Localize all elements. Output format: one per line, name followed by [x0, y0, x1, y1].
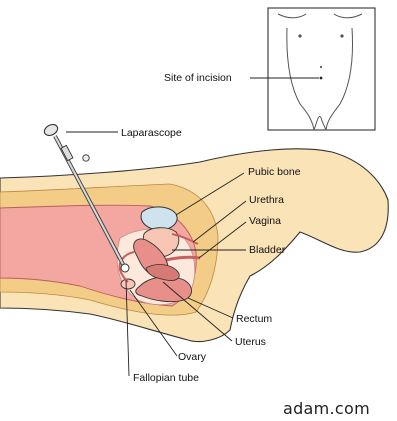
label-vagina: Vagina: [249, 215, 281, 227]
label-urethra: Urethra: [249, 194, 284, 206]
right-nipple: [340, 34, 343, 37]
label-uterus: Uterus: [235, 336, 266, 348]
incision-mark: [320, 77, 323, 80]
laparoscope-tip: [121, 264, 129, 272]
laparoscope-eyepiece: [42, 122, 59, 137]
navel: [320, 66, 322, 68]
inset-frame: [268, 8, 375, 130]
label-pubic-bone: Pubic bone: [248, 166, 301, 178]
body-cross-section: [0, 149, 388, 342]
ovary: [121, 279, 135, 289]
label-fallopian-tube: Fallopian tube: [133, 372, 199, 384]
pubic-bone: [141, 207, 177, 230]
label-bladder: Bladder: [249, 244, 286, 256]
label-laparascope: Laparascope: [121, 127, 182, 139]
label-ovary: Ovary: [178, 351, 207, 363]
laparoscope-valve: [83, 155, 89, 161]
inset-panel: [268, 8, 375, 130]
left-nipple: [298, 34, 301, 37]
label-rectum: Rectum: [236, 313, 272, 325]
watermark-adam: adam.com: [283, 399, 370, 418]
label-site-of-incision: Site of incision: [164, 72, 232, 84]
